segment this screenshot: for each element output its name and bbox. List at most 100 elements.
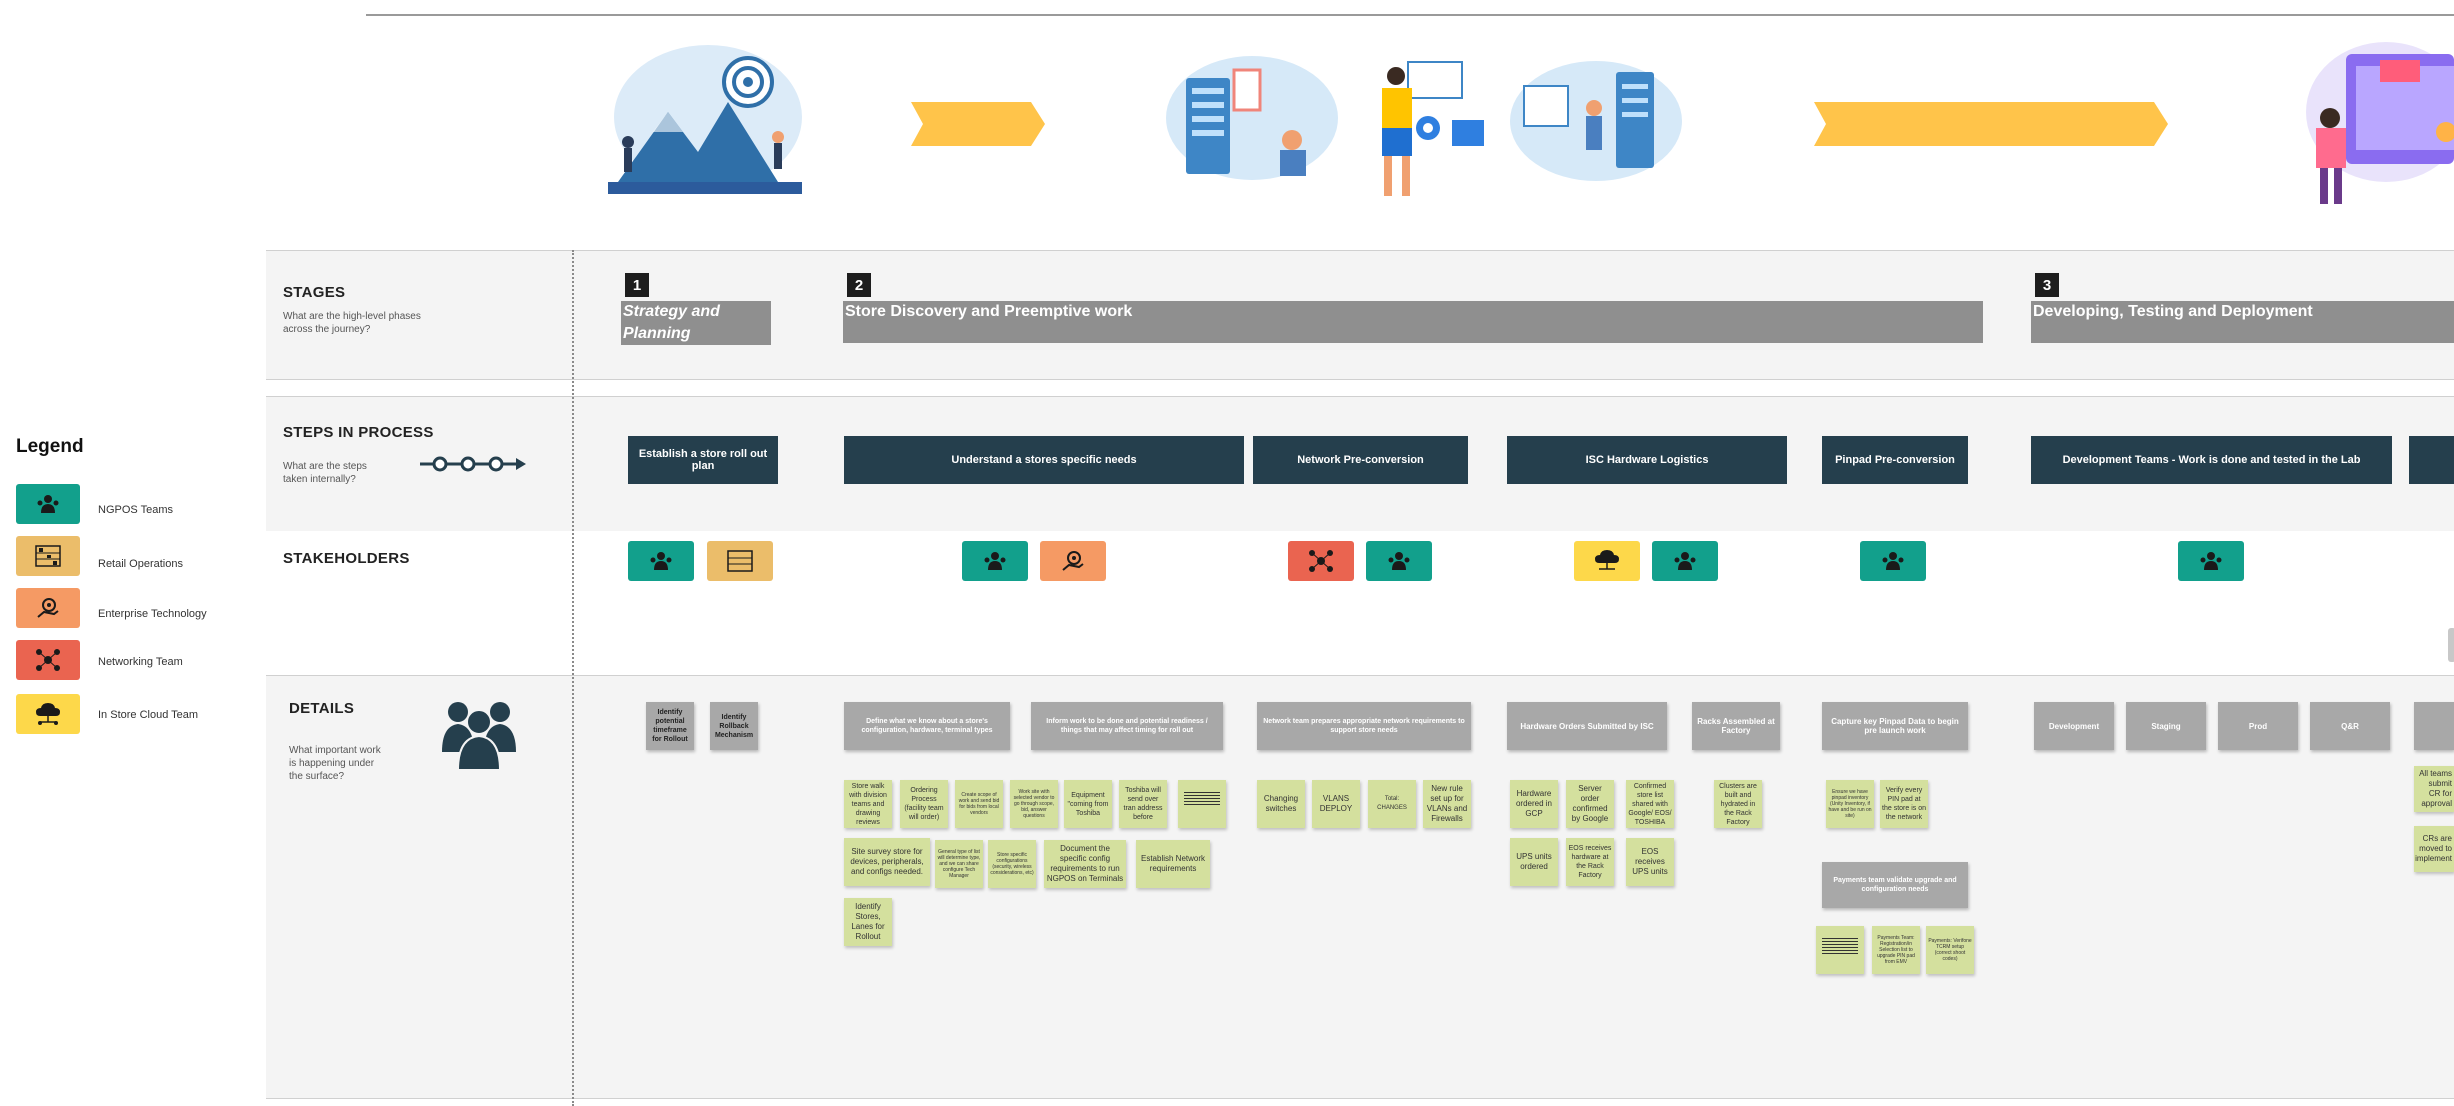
detail-inform-header: Inform work to be done and potential rea…	[1031, 702, 1223, 750]
scroll-handle[interactable]	[2448, 628, 2454, 662]
stakeholder-enterprise	[1040, 541, 1106, 581]
note-verify-vendors: Work site with selected vendor to go thr…	[1010, 780, 1058, 828]
note-lined	[1816, 926, 1864, 974]
stakeholder-ngpos	[1860, 541, 1926, 581]
team-icon	[650, 552, 672, 570]
stages-lane-title: STAGES	[283, 284, 346, 301]
legend-swatch-cloud	[16, 694, 80, 734]
stakeholder-retail	[707, 541, 773, 581]
note-scope: Create scope of work and send bid for bi…	[955, 780, 1003, 828]
team-icon	[2200, 552, 2222, 570]
note-store-walk: Store walk with division teams and drawi…	[844, 780, 892, 828]
note-payments-team: Payments Team: Registration/in Selection…	[1872, 926, 1920, 974]
stakeholder-ngpos	[2178, 541, 2244, 581]
note-ordering: Ordering Process (facility team will ord…	[900, 780, 948, 828]
legend-swatch-enterprise	[16, 588, 80, 628]
legend-label-ngpos: NGPOS Teams	[98, 504, 173, 516]
detail-hardware-header: Hardware Orders Submitted by ISC	[1507, 702, 1667, 750]
legend-swatch-ngpos	[16, 484, 80, 524]
note-eos-hardware: EOS receives hardware at the Rack Factor…	[1566, 838, 1614, 886]
note-identify-stores: Identify Stores, Lanes for Rollout	[844, 898, 892, 946]
note-clusters: Clusters are built and hydrated in the R…	[1714, 780, 1762, 828]
note-hardware-gcp: Hardware ordered in GCP	[1510, 780, 1558, 828]
note-ensure-pinpad: Ensure we have pinpad inventory (Unity I…	[1826, 780, 1874, 828]
stakeholder-ngpos	[1366, 541, 1432, 581]
process-steps-icon	[420, 456, 526, 472]
team-icon	[984, 552, 1006, 570]
note-all-teams-cr: All teams submit CR for approval	[2414, 766, 2454, 812]
people-group-icon	[442, 702, 516, 771]
detail-development: Development	[2034, 702, 2114, 750]
steps-lane-subtitle: What are the steps taken internally?	[283, 461, 367, 485]
server-illustration	[1166, 56, 1338, 180]
note-general-type: General type of list will determine type…	[935, 840, 983, 888]
lane-divider	[572, 250, 574, 1106]
stage-number-1: 1	[625, 273, 649, 297]
step-next-partial	[2409, 436, 2454, 484]
step-store-needs: Understand a stores specific needs	[844, 436, 1244, 484]
note-lined	[1178, 780, 1226, 828]
note-site-survey: Site survey store for devices, periphera…	[844, 838, 930, 886]
note-ups-ordered: UPS units ordered	[1510, 838, 1558, 886]
legend-label-networking: Networking Team	[98, 656, 183, 668]
strategy-illustration	[608, 45, 802, 194]
stakeholder-cloud	[1574, 541, 1640, 581]
detail-define-header: Define what we know about a store's conf…	[844, 702, 1010, 750]
hand-gear-icon	[1062, 551, 1084, 571]
note-equipment: Equipment "coming from Toshiba	[1064, 780, 1112, 828]
detail-racks-header: Racks Assembled at Factory	[1692, 702, 1780, 750]
details-lane-subtitle: What important work is happening under t…	[289, 745, 381, 782]
developer-illustration	[2306, 42, 2454, 204]
detail-pinpad-header: Capture key Pinpad Data to begin pre lau…	[1822, 702, 1968, 750]
cloud-network-icon	[1595, 550, 1619, 570]
note-toshiba: Toshiba will send over tran address befo…	[1119, 780, 1167, 828]
stakeholders-lane-title: STAKEHOLDERS	[283, 550, 410, 567]
data-server-illustration	[1510, 61, 1682, 181]
note-confirmed-list: Confirmed store list shared with Google/…	[1626, 780, 1674, 828]
note-total-changes: Total: CHANGES	[1368, 780, 1416, 828]
team-icon	[1388, 552, 1410, 570]
note-changing-switches: Changing switches	[1257, 780, 1305, 828]
legend-label-retail: Retail Operations	[98, 558, 183, 570]
note-document-config: Document the specific config requirement…	[1044, 840, 1126, 888]
stage-arrow-1	[911, 102, 1045, 146]
detail-staging: Staging	[2126, 702, 2206, 750]
stage-strategy-planning: Strategy and Planning	[621, 301, 771, 345]
note-verify-pin: Verify every PIN pad at the store is on …	[1880, 780, 1928, 828]
legend-label-cloud: In Store Cloud Team	[98, 709, 199, 721]
stage-store-discovery: Store Discovery and Preemptive work	[843, 301, 1983, 343]
detail-rollback-mechanism: Identify Rollback Mechanism	[710, 702, 758, 750]
note-eos-ups: EOS receives UPS units	[1626, 838, 1674, 886]
cloud-network-icon	[36, 703, 60, 725]
step-rollout-plan: Establish a store roll out plan	[628, 436, 778, 484]
stakeholder-ngpos	[1652, 541, 1718, 581]
stakeholder-networking	[1288, 541, 1354, 581]
stages-lane-subtitle: What are the high-level phases across th…	[283, 311, 421, 335]
detail-payments-header: Payments team validate upgrade and confi…	[1822, 862, 1968, 908]
steps-lane-title: STEPS IN PROCESS	[283, 424, 434, 441]
note-crs-moved: CRs are moved to implement	[2414, 826, 2454, 872]
stage-number-3: 3	[2035, 273, 2059, 297]
store-shelves-icon	[727, 550, 753, 572]
stage-number-2: 2	[847, 273, 871, 297]
stage-arrow-2	[1814, 102, 2168, 146]
team-icon	[1674, 552, 1696, 570]
note-new-rule: New rule set up for VLANs and Firewalls	[1423, 780, 1471, 828]
note-server-order: Server order confirmed by Google	[1566, 780, 1614, 828]
detail-network-header: Network team prepares appropriate networ…	[1257, 702, 1471, 750]
step-isc-hardware: ISC Hardware Logistics	[1507, 436, 1787, 484]
step-network-preconversion: Network Pre-conversion	[1253, 436, 1468, 484]
network-people-icon	[1309, 550, 1333, 572]
detail-qr: Q&R	[2310, 702, 2390, 750]
step-pinpad-preconversion: Pinpad Pre-conversion	[1822, 436, 1968, 484]
team-icon	[1882, 552, 1904, 570]
stakeholder-ngpos	[962, 541, 1028, 581]
note-payments-verifone: Payments: Verifone TCRM setup (correct s…	[1926, 926, 1974, 974]
stage-dev-testing-deployment: Developing, Testing and Deployment	[2031, 301, 2454, 343]
person-gear-illustration	[1382, 61, 1484, 196]
legend-swatch-retail	[16, 536, 80, 576]
note-establish-network: Establish Network requirements	[1136, 840, 1210, 888]
note-store-specific: Store specific configurations (security,…	[988, 840, 1036, 888]
detail-potential-timeframe: Identify potential timeframe for Rollout	[646, 702, 694, 750]
team-icon	[37, 495, 59, 513]
